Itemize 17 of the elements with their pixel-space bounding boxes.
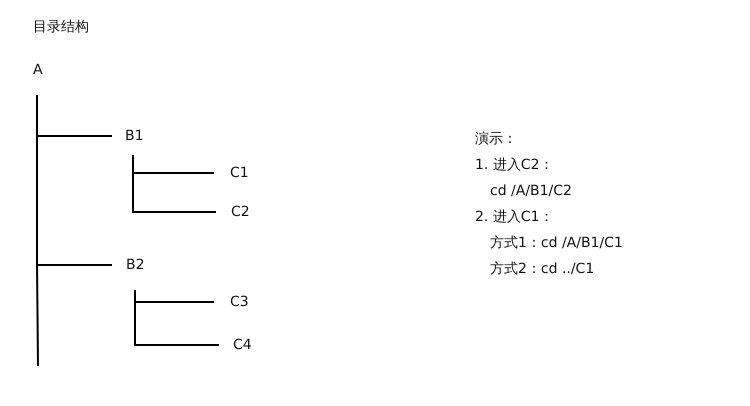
heading-text: 演示：	[475, 130, 517, 148]
tree-connector	[132, 155, 216, 213]
folder-name: C4	[219, 336, 252, 354]
diagram-title: 目录结构	[33, 18, 89, 36]
note-text: cd /A/B1/C2	[490, 182, 572, 200]
folder-name: C3	[214, 293, 249, 311]
note-text: 方式1：cd /A/B1/C1	[490, 234, 623, 252]
tree-connector	[36, 95, 112, 266]
folder-name: A	[33, 61, 43, 95]
note-text: 1. 进入C2：	[475, 156, 554, 174]
folder-name: C2	[216, 203, 250, 221]
note-text: 2. 进入C1：	[475, 208, 554, 226]
tree-connector	[134, 290, 219, 346]
folder-name: C1	[214, 164, 249, 182]
note-text: 方式2：cd ../C1	[490, 260, 594, 278]
folder-name: B1	[112, 127, 144, 155]
folder-name: B2	[112, 256, 145, 290]
